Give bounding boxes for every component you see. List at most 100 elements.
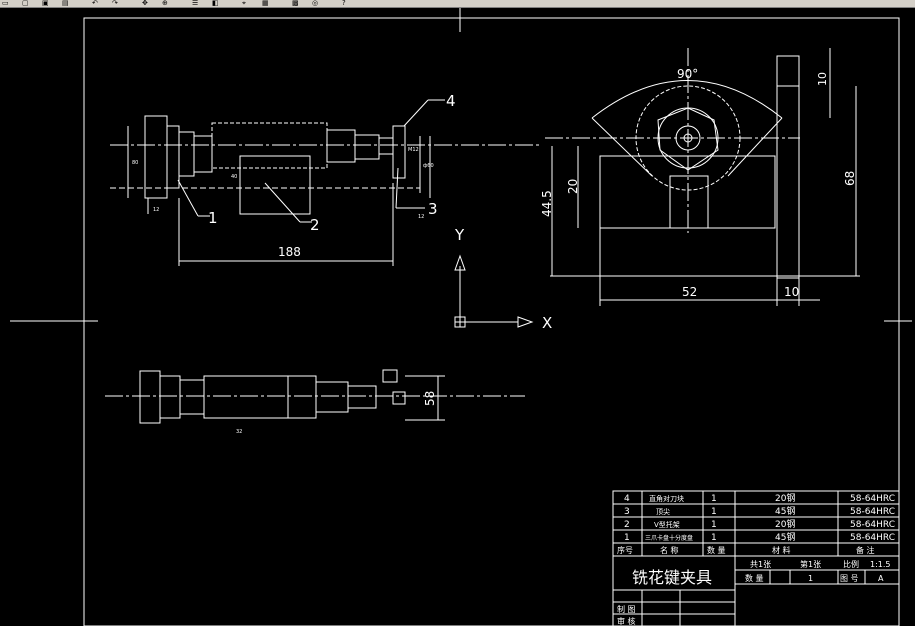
dim-phi60: ф60 bbox=[423, 163, 434, 169]
leader-1 bbox=[177, 179, 199, 217]
value-qty: 1 bbox=[808, 574, 813, 583]
label-drawing-no: 图 号 bbox=[840, 574, 859, 583]
bom-row-name: 三爪卡盘十分度盘 bbox=[645, 534, 693, 542]
bom-row-qty: 1 bbox=[711, 507, 717, 517]
top-center-tip bbox=[392, 391, 406, 405]
bom-table: 4 直角对刀块 1 20钢 58-64HRC 3 顶尖 1 45钢 58-64H… bbox=[612, 490, 900, 557]
v-line-left bbox=[591, 117, 653, 177]
layer-icon[interactable]: ◧ bbox=[212, 0, 219, 7]
dim-12: 12 bbox=[153, 207, 159, 213]
bom-row-material: 20钢 bbox=[775, 518, 795, 530]
label-checked-by: 审 核 bbox=[617, 616, 636, 626]
shaft-end bbox=[354, 134, 380, 160]
help-icon[interactable]: ? bbox=[342, 0, 346, 7]
dim-10a: 10 bbox=[816, 72, 829, 86]
bom-row-note: 58-64HRC bbox=[850, 520, 895, 530]
bom-row-no: 2 bbox=[624, 520, 630, 530]
open-icon[interactable]: ▢ bbox=[22, 0, 29, 7]
ucs-icon: Y X bbox=[454, 226, 552, 332]
top-shaft-step bbox=[315, 381, 349, 413]
bom-row-material: 20钢 bbox=[775, 492, 795, 504]
cutter-setter-block bbox=[776, 55, 800, 279]
drawing-title: 铣花键夹具 bbox=[632, 568, 712, 587]
value-scale: 1:1.5 bbox=[870, 560, 891, 569]
side-view: 90° 10 68 20 44.5 52 10 bbox=[540, 48, 860, 306]
bom-row-note: 58-64HRC bbox=[850, 494, 895, 504]
toolbar: ▭ ▢ ▣ ▤ ↶ ↷ ✥ ⊕ ☰ ◧ ⌖ ▦ ▩ ◎? bbox=[0, 0, 915, 8]
ucs-x-arrow bbox=[517, 316, 534, 328]
chuck-body bbox=[144, 115, 168, 199]
bom-row-no: 3 bbox=[624, 507, 630, 517]
dim-80: 80 bbox=[132, 160, 138, 166]
protractor-arc bbox=[591, 80, 783, 119]
dim-32: 32 bbox=[236, 429, 242, 435]
top-shaft-end bbox=[347, 385, 377, 409]
top-view: 58 32 bbox=[105, 369, 525, 435]
top-shaft bbox=[203, 375, 317, 419]
callout-4: 4 bbox=[446, 92, 456, 110]
leader-2 bbox=[264, 182, 301, 223]
redo-icon[interactable]: ↷ bbox=[112, 0, 118, 7]
v-bracket bbox=[239, 155, 311, 215]
ortho-icon[interactable]: ▩ bbox=[292, 0, 299, 7]
bom-header-qty: 数 量 bbox=[707, 545, 726, 555]
label-total-sheets: 共1张 bbox=[750, 560, 771, 569]
bom-row-no: 4 bbox=[624, 494, 630, 504]
bom-row-qty: 1 bbox=[711, 494, 717, 504]
top-chuck-step bbox=[159, 375, 181, 419]
bom-header-name: 名 称 bbox=[660, 545, 679, 555]
snap-icon[interactable]: ⌖ bbox=[242, 0, 246, 7]
callout-1: 1 bbox=[208, 209, 218, 227]
properties-icon[interactable]: ☰ bbox=[192, 0, 199, 7]
bom-row-qty: 1 bbox=[711, 520, 717, 530]
undo-icon[interactable]: ↶ bbox=[92, 0, 98, 7]
bom-row-note: 58-64HRC bbox=[850, 533, 895, 543]
center-hole bbox=[683, 133, 693, 143]
top-flange bbox=[179, 379, 205, 415]
top-chuck bbox=[139, 370, 161, 424]
title-block: 铣花键夹具 共1张 第1张 比例 1:1.5 数 量 1 图 号 A 制 图 审… bbox=[612, 555, 900, 626]
title-frame bbox=[612, 555, 900, 626]
bom-header-note: 备 注 bbox=[856, 545, 875, 555]
spline-profile bbox=[657, 107, 719, 171]
drawing-canvas[interactable]: 188 80 12 40 ф60 M12 12 1 2 3 4 bbox=[0, 8, 915, 626]
bom-row-no: 1 bbox=[624, 533, 630, 543]
print-icon[interactable]: ▤ bbox=[62, 0, 69, 7]
dim-10b: 10 bbox=[784, 285, 799, 299]
bom-row-name: 直角对刀块 bbox=[649, 494, 684, 503]
dim-68: 68 bbox=[843, 171, 857, 186]
bore-circle bbox=[675, 125, 701, 151]
value-drawing-no: A bbox=[878, 574, 884, 583]
bom-row-material: 45钢 bbox=[775, 505, 795, 517]
label-drawn-by: 制 图 bbox=[617, 604, 636, 614]
save-icon[interactable]: ▣ bbox=[42, 0, 49, 7]
bom-header-no: 序号 bbox=[617, 545, 633, 555]
label-qty: 数 量 bbox=[745, 573, 764, 583]
callout-2: 2 bbox=[310, 216, 320, 234]
ucs-y-label: Y bbox=[454, 226, 465, 244]
ucs-x-label: X bbox=[542, 314, 552, 332]
zoom-icon[interactable]: ⊕ bbox=[162, 0, 168, 7]
new-icon[interactable]: ▭ bbox=[2, 0, 9, 7]
bom-header-material: 材 料 bbox=[772, 545, 791, 555]
chuck-step bbox=[166, 125, 180, 189]
bom-row-qty: 1 bbox=[711, 533, 717, 543]
osnap-icon[interactable]: ◎ bbox=[312, 0, 319, 7]
ucs-y-arrow bbox=[454, 254, 466, 271]
bom-row-material: 45钢 bbox=[775, 531, 795, 543]
spline-shaft bbox=[211, 122, 328, 169]
drawing-border bbox=[83, 17, 900, 626]
v-line-right bbox=[727, 117, 783, 177]
leader-4 bbox=[403, 99, 429, 127]
bom-row-name: 顶尖 bbox=[656, 507, 670, 516]
front-view: 188 80 12 40 ф60 M12 12 1 2 3 4 bbox=[110, 92, 540, 266]
top-cutter-setter bbox=[382, 369, 398, 383]
callout-3: 3 bbox=[428, 200, 438, 218]
flange bbox=[193, 135, 213, 173]
grid-icon[interactable]: ▦ bbox=[262, 0, 269, 7]
dim-20: 20 bbox=[566, 179, 580, 194]
dim-58: 58 bbox=[423, 391, 437, 406]
pan-icon[interactable]: ✥ bbox=[142, 0, 148, 7]
dim-m12: M12 bbox=[408, 147, 419, 153]
tailstock-center bbox=[378, 137, 394, 155]
